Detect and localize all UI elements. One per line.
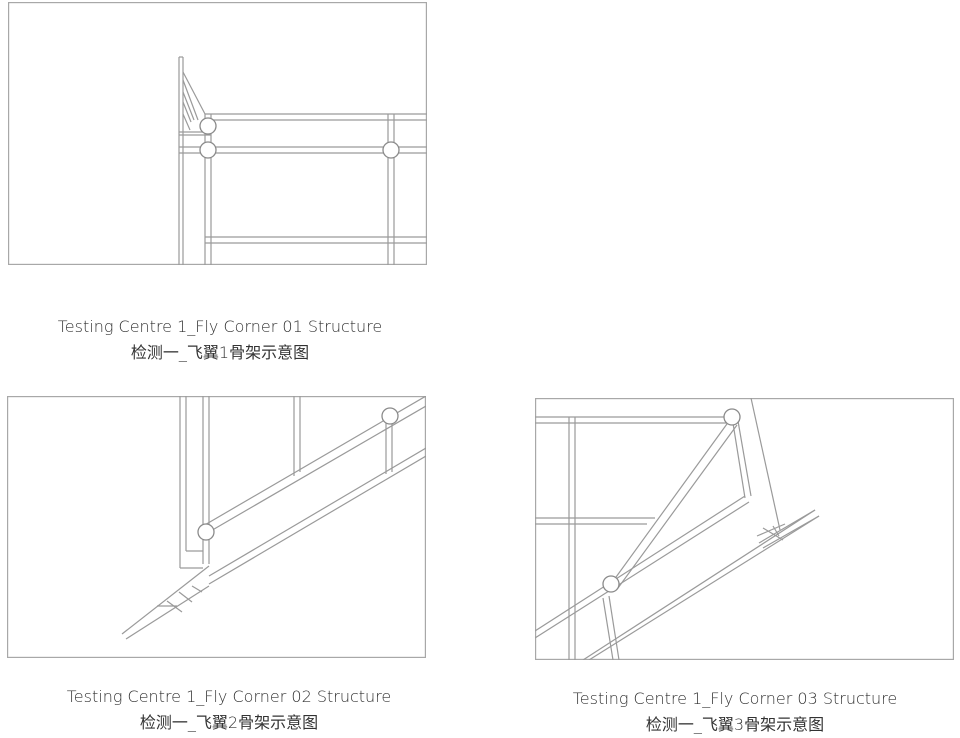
figure-1-caption-en: Testing Centre 1_Fly Corner 01 Structure: [57, 317, 383, 336]
figure-3-caption-cn: 检测一_飞翼3骨架示意图: [645, 715, 825, 734]
frame-members: [535, 416, 732, 660]
figure-1-drawing: [8, 2, 427, 265]
lower-truss: [157, 585, 203, 613]
figure-2-caption: Testing Centre 1_Fly Corner 02 Structure…: [7, 684, 451, 736]
figure-2-drawing: [7, 396, 426, 658]
diagonal-beams: [121, 396, 426, 640]
fly-corner-01-structure-diagram: [8, 2, 427, 265]
left-columns: [178, 56, 395, 265]
figure-3-caption: Testing Centre 1_Fly Corner 03 Structure…: [535, 686, 935, 738]
joint-node: [723, 408, 741, 426]
joint-node: [199, 117, 217, 135]
horizontal-beams: [179, 113, 427, 244]
joint-node: [197, 523, 215, 541]
diagonal-members: [535, 398, 820, 660]
drawing-frame: [535, 398, 954, 660]
figure-2-caption-en: Testing Centre 1_Fly Corner 02 Structure: [66, 687, 392, 706]
fly-corner-02-structure-diagram: [7, 396, 426, 658]
joint-node: [382, 141, 400, 159]
corner-truss: [756, 523, 786, 541]
drawing-frame: [8, 2, 427, 265]
joint-node: [381, 407, 399, 425]
figure-1-caption-cn: 检测一_飞翼1骨架示意图: [130, 343, 310, 362]
figure-3-caption-en: Testing Centre 1_Fly Corner 03 Structure: [572, 689, 898, 708]
fly-corner-03-structure-diagram: [535, 398, 954, 660]
figure-2-caption-cn: 检测一_飞翼2骨架示意图: [139, 713, 319, 732]
drawing-frame: [7, 396, 426, 658]
figure-1-caption: Testing Centre 1_Fly Corner 01 Structure…: [8, 314, 432, 366]
vertical-posts: [179, 396, 393, 569]
joint-node: [199, 141, 217, 159]
figure-3-drawing: [535, 398, 954, 660]
joint-node: [602, 575, 620, 593]
